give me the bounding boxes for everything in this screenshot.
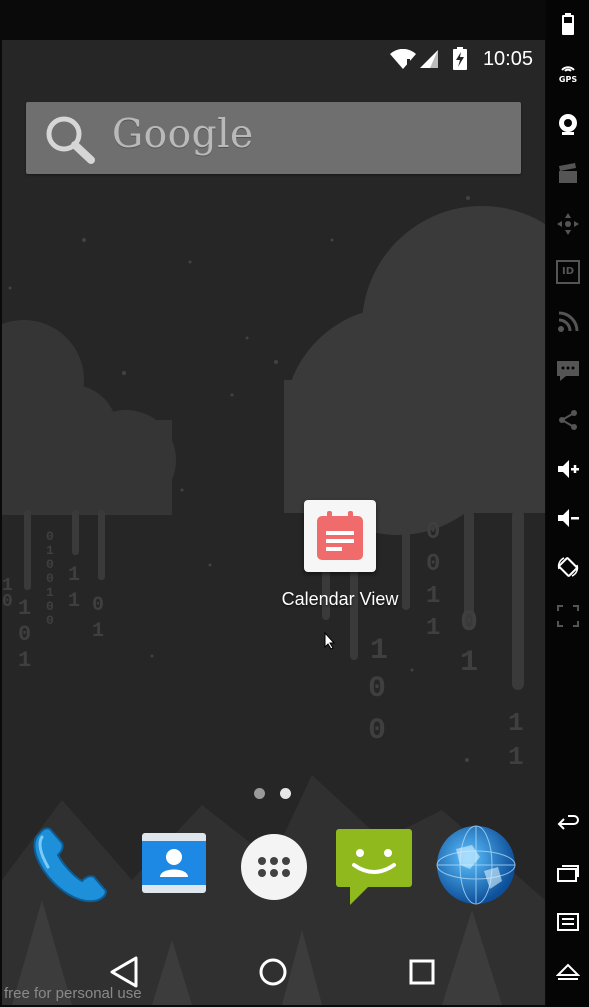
svg-text:1: 1: [508, 742, 524, 772]
back-button[interactable]: [102, 950, 146, 994]
toolbar-recents-icon[interactable]: [556, 861, 580, 885]
phone-icon: [33, 827, 108, 903]
battery-icon[interactable]: [556, 12, 580, 36]
svg-text:0: 0: [46, 571, 54, 586]
google-search-bar[interactable]: Google: [26, 102, 521, 174]
svg-text:1: 1: [18, 648, 31, 673]
svg-text:0: 0: [426, 519, 440, 546]
rotate-icon[interactable]: [556, 555, 580, 579]
volume-down-icon[interactable]: [556, 506, 580, 530]
svg-text:0: 0: [460, 606, 478, 640]
svg-text:0: 0: [2, 592, 13, 612]
svg-text:1: 1: [426, 615, 440, 642]
rss-icon[interactable]: [556, 310, 580, 334]
watermark-text: free for personal use: [4, 985, 142, 1002]
home-button[interactable]: [251, 950, 295, 994]
svg-text:0: 0: [368, 714, 386, 748]
svg-text:1: 1: [92, 620, 104, 643]
svg-text:1: 1: [2, 576, 13, 596]
svg-text:0: 0: [46, 613, 54, 628]
gps-label: GPS: [558, 75, 578, 84]
svg-text:1: 1: [68, 564, 80, 587]
page-dot-2[interactable]: [280, 788, 291, 799]
id-button[interactable]: ID: [556, 260, 580, 284]
mouse-cursor-icon: [324, 632, 336, 650]
svg-text:1: 1: [508, 708, 524, 738]
svg-text:0: 0: [18, 622, 31, 647]
svg-text:1: 1: [460, 646, 478, 680]
emulator-toolbar: GPS ID: [546, 0, 589, 1007]
svg-text:1: 1: [18, 596, 31, 621]
calendar-view-app-icon[interactable]: [304, 500, 376, 572]
status-clock: 10:05: [482, 48, 533, 70]
recents-button[interactable]: [400, 950, 444, 994]
gps-button[interactable]: GPS: [556, 62, 580, 86]
scale-icon[interactable]: [556, 604, 580, 628]
dock-phone[interactable]: [28, 823, 112, 907]
dpad-icon[interactable]: [556, 212, 580, 236]
search-icon: [46, 116, 95, 164]
id-label: ID: [561, 266, 575, 277]
status-bar: 10:05: [2, 40, 545, 78]
cell-signal-icon: [420, 50, 438, 68]
contacts-icon: [142, 833, 206, 893]
battery-charging-icon: [453, 47, 467, 70]
svg-text:0: 0: [46, 557, 54, 572]
svg-text:1: 1: [68, 590, 80, 613]
svg-text:1: 1: [46, 585, 54, 600]
svg-text:0: 0: [92, 594, 104, 617]
messaging-icon: [336, 829, 412, 905]
sms-icon[interactable]: [556, 358, 580, 382]
navigation-bar: [2, 940, 545, 1005]
svg-text:0: 0: [46, 529, 54, 544]
svg-text:1: 1: [426, 583, 440, 610]
svg-text:1: 1: [370, 634, 388, 668]
toolbar-back-icon[interactable]: [556, 812, 580, 836]
gps-signal-icon: [561, 66, 575, 72]
toolbar-menu-icon[interactable]: [556, 910, 580, 934]
calendar-view-app-label[interactable]: Calendar View: [281, 589, 399, 609]
dock-messaging[interactable]: [332, 823, 416, 907]
clapperboard-icon[interactable]: [556, 162, 580, 186]
svg-text:1: 1: [46, 543, 54, 558]
wifi-icon: [390, 49, 416, 69]
globe-icon: [436, 825, 516, 905]
dock-all-apps[interactable]: [232, 823, 316, 907]
app-drawer-icon: [241, 834, 307, 900]
svg-text:0: 0: [426, 551, 440, 578]
toolbar-home-icon[interactable]: [556, 959, 580, 983]
share-icon[interactable]: [556, 408, 580, 432]
volume-up-icon[interactable]: [556, 457, 580, 481]
device-screen: 1 0 0 0 0 1 1 0 1 1 1 1 0 1 0 1 0 0 1 0: [2, 40, 545, 1005]
dock-contacts[interactable]: [132, 823, 216, 907]
dock-browser[interactable]: [434, 823, 518, 907]
page-dot-1[interactable]: [254, 788, 265, 799]
svg-text:0: 0: [368, 672, 386, 706]
calendar-icon: [317, 511, 363, 560]
svg-text:0: 0: [46, 599, 54, 614]
google-logo: Google: [112, 112, 254, 157]
camera-icon[interactable]: [556, 112, 580, 136]
